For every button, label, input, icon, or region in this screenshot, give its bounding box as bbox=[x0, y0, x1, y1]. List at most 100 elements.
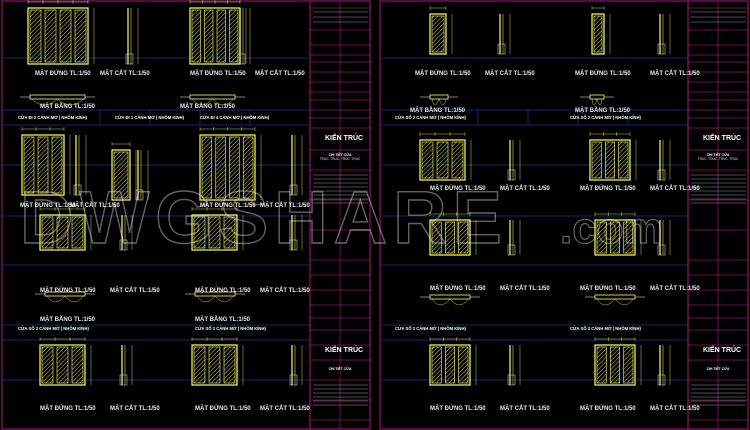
sheet-border bbox=[1, 0, 371, 430]
view-label: MẶT BẰNG TL:1/50 bbox=[40, 315, 96, 323]
sill bbox=[507, 374, 516, 386]
section bbox=[657, 220, 671, 256]
section bbox=[507, 345, 521, 386]
frame-outer bbox=[39, 214, 86, 251]
swing-arc bbox=[64, 295, 84, 303]
sill bbox=[119, 374, 128, 386]
elevation bbox=[39, 207, 92, 251]
view-label: MẶT BẰNG TL:1/50 bbox=[195, 315, 251, 323]
section bbox=[289, 215, 303, 251]
glass-panel bbox=[113, 151, 129, 199]
swing-arc bbox=[438, 98, 447, 106]
glass-panel bbox=[605, 141, 615, 179]
view-label: MẶT CẮT TL:1/50 bbox=[650, 184, 700, 192]
glass-panel bbox=[458, 221, 469, 254]
view-label: MẶT ĐỨNG TL:1/50 bbox=[430, 185, 486, 192]
view-label: MẶT CẮT TL:1/50 bbox=[650, 69, 700, 77]
plan-frame bbox=[29, 94, 86, 100]
section-caption: CỬA ĐI 4 CÁNH MỞ ( NHÔM KÍNH) bbox=[200, 115, 270, 120]
view-label: MẶT BẰNG TL:1/50 bbox=[180, 102, 236, 110]
sill bbox=[125, 53, 134, 65]
plan bbox=[20, 94, 95, 106]
view-label: MẶT ĐỨNG TL:1/50 bbox=[40, 287, 96, 294]
watermark: DWGSHARE .com bbox=[19, 175, 663, 259]
view-label: MẶT CẮT TL:1/50 bbox=[650, 404, 700, 412]
glass-panel bbox=[23, 136, 35, 194]
glass-panel bbox=[445, 221, 455, 254]
discipline-label: KIẾN TRÚC bbox=[325, 132, 363, 142]
frame-outer bbox=[199, 134, 256, 201]
discipline-label: KIẾN TRÚC bbox=[703, 344, 741, 354]
plan bbox=[35, 291, 95, 303]
section-caption: CỬA SỔ 2 CÁNH MỞ ( NHÔM KÍNH) bbox=[18, 326, 89, 331]
view-label: MẶT CẮT TL:1/50 bbox=[260, 404, 310, 412]
view-label: MẶT ĐỨNG TL:1/50 bbox=[580, 405, 636, 412]
watermark-text: DWGSHARE bbox=[20, 176, 508, 259]
elevation bbox=[111, 142, 137, 201]
elevation bbox=[594, 337, 642, 386]
view-label: MẶT ĐỨNG TL:1/50 bbox=[190, 70, 246, 77]
glass-panel bbox=[216, 9, 226, 63]
section bbox=[289, 345, 303, 386]
section bbox=[119, 345, 133, 386]
sheet-title-label: CHI TIẾT CỬA bbox=[329, 152, 352, 157]
sill bbox=[657, 43, 666, 55]
plan-frame bbox=[589, 94, 605, 100]
frame-outer bbox=[39, 344, 86, 386]
sill bbox=[657, 374, 666, 386]
glass-panel bbox=[71, 346, 84, 384]
frame-outer bbox=[429, 13, 447, 55]
elevation bbox=[27, 0, 95, 65]
view-label: MẶT ĐỨNG TL:1/50 bbox=[575, 70, 631, 77]
glass-panel bbox=[431, 221, 442, 254]
plan-frame bbox=[429, 294, 471, 300]
glass-panel bbox=[445, 346, 455, 384]
view-label: MẶT ĐỨNG TL:1/50 bbox=[195, 405, 251, 412]
elevation bbox=[589, 132, 637, 181]
glass-panel bbox=[29, 9, 42, 63]
view-label: MẶT ĐỨNG TL:1/50 bbox=[580, 285, 636, 292]
glass-panel bbox=[74, 9, 87, 63]
elevation bbox=[189, 0, 247, 65]
glass-panel bbox=[56, 216, 69, 249]
sill bbox=[657, 169, 666, 181]
view-label: MẶT ĐỨNG TL:1/50 bbox=[580, 185, 636, 192]
elevation bbox=[39, 337, 92, 386]
glass-panel bbox=[623, 221, 634, 254]
frame-outer bbox=[111, 149, 131, 201]
view-label: MẶT ĐỨNG TL:1/50 bbox=[430, 285, 486, 292]
view-label: MẶT CẮT TL:1/50 bbox=[260, 201, 310, 209]
frame-outer bbox=[419, 139, 466, 181]
view-label: MẶT CẮT TL:1/50 bbox=[70, 201, 120, 209]
glass-panel bbox=[421, 141, 434, 179]
sill bbox=[119, 239, 128, 251]
view-label: MẶT CẮT TL:1/50 bbox=[260, 286, 310, 294]
frame-outer bbox=[191, 344, 238, 386]
sheet-title-label: CHI TIẾT CỬA bbox=[707, 366, 730, 371]
glass-panel bbox=[436, 141, 449, 179]
frame-outer bbox=[191, 214, 238, 251]
sill bbox=[135, 189, 144, 201]
frame-outer bbox=[591, 13, 605, 55]
frame-outer bbox=[594, 219, 636, 256]
swing-arc bbox=[591, 98, 598, 106]
glass-panel bbox=[593, 15, 603, 53]
swing-arc bbox=[46, 295, 66, 303]
section bbox=[657, 14, 671, 55]
elevation bbox=[429, 212, 477, 256]
glass-panel bbox=[208, 216, 221, 249]
view-label: MẶT CẮT TL:1/50 bbox=[650, 284, 700, 292]
glass-panel bbox=[451, 141, 464, 179]
view-label: MẶT ĐỨNG TL:1/50 bbox=[35, 70, 91, 77]
glass-panel bbox=[44, 9, 57, 63]
glass-panel bbox=[51, 136, 63, 194]
sheet-title-label: CHI TIẾT CỬA bbox=[707, 152, 730, 157]
swing-arc bbox=[431, 298, 451, 306]
watermark-suffix: .com bbox=[560, 204, 663, 253]
section bbox=[125, 8, 139, 65]
frame-outer bbox=[429, 219, 471, 256]
section-caption: CỬA SỔ 2 CÁNH MỞ ( NHÔM KÍNH) bbox=[195, 326, 266, 331]
